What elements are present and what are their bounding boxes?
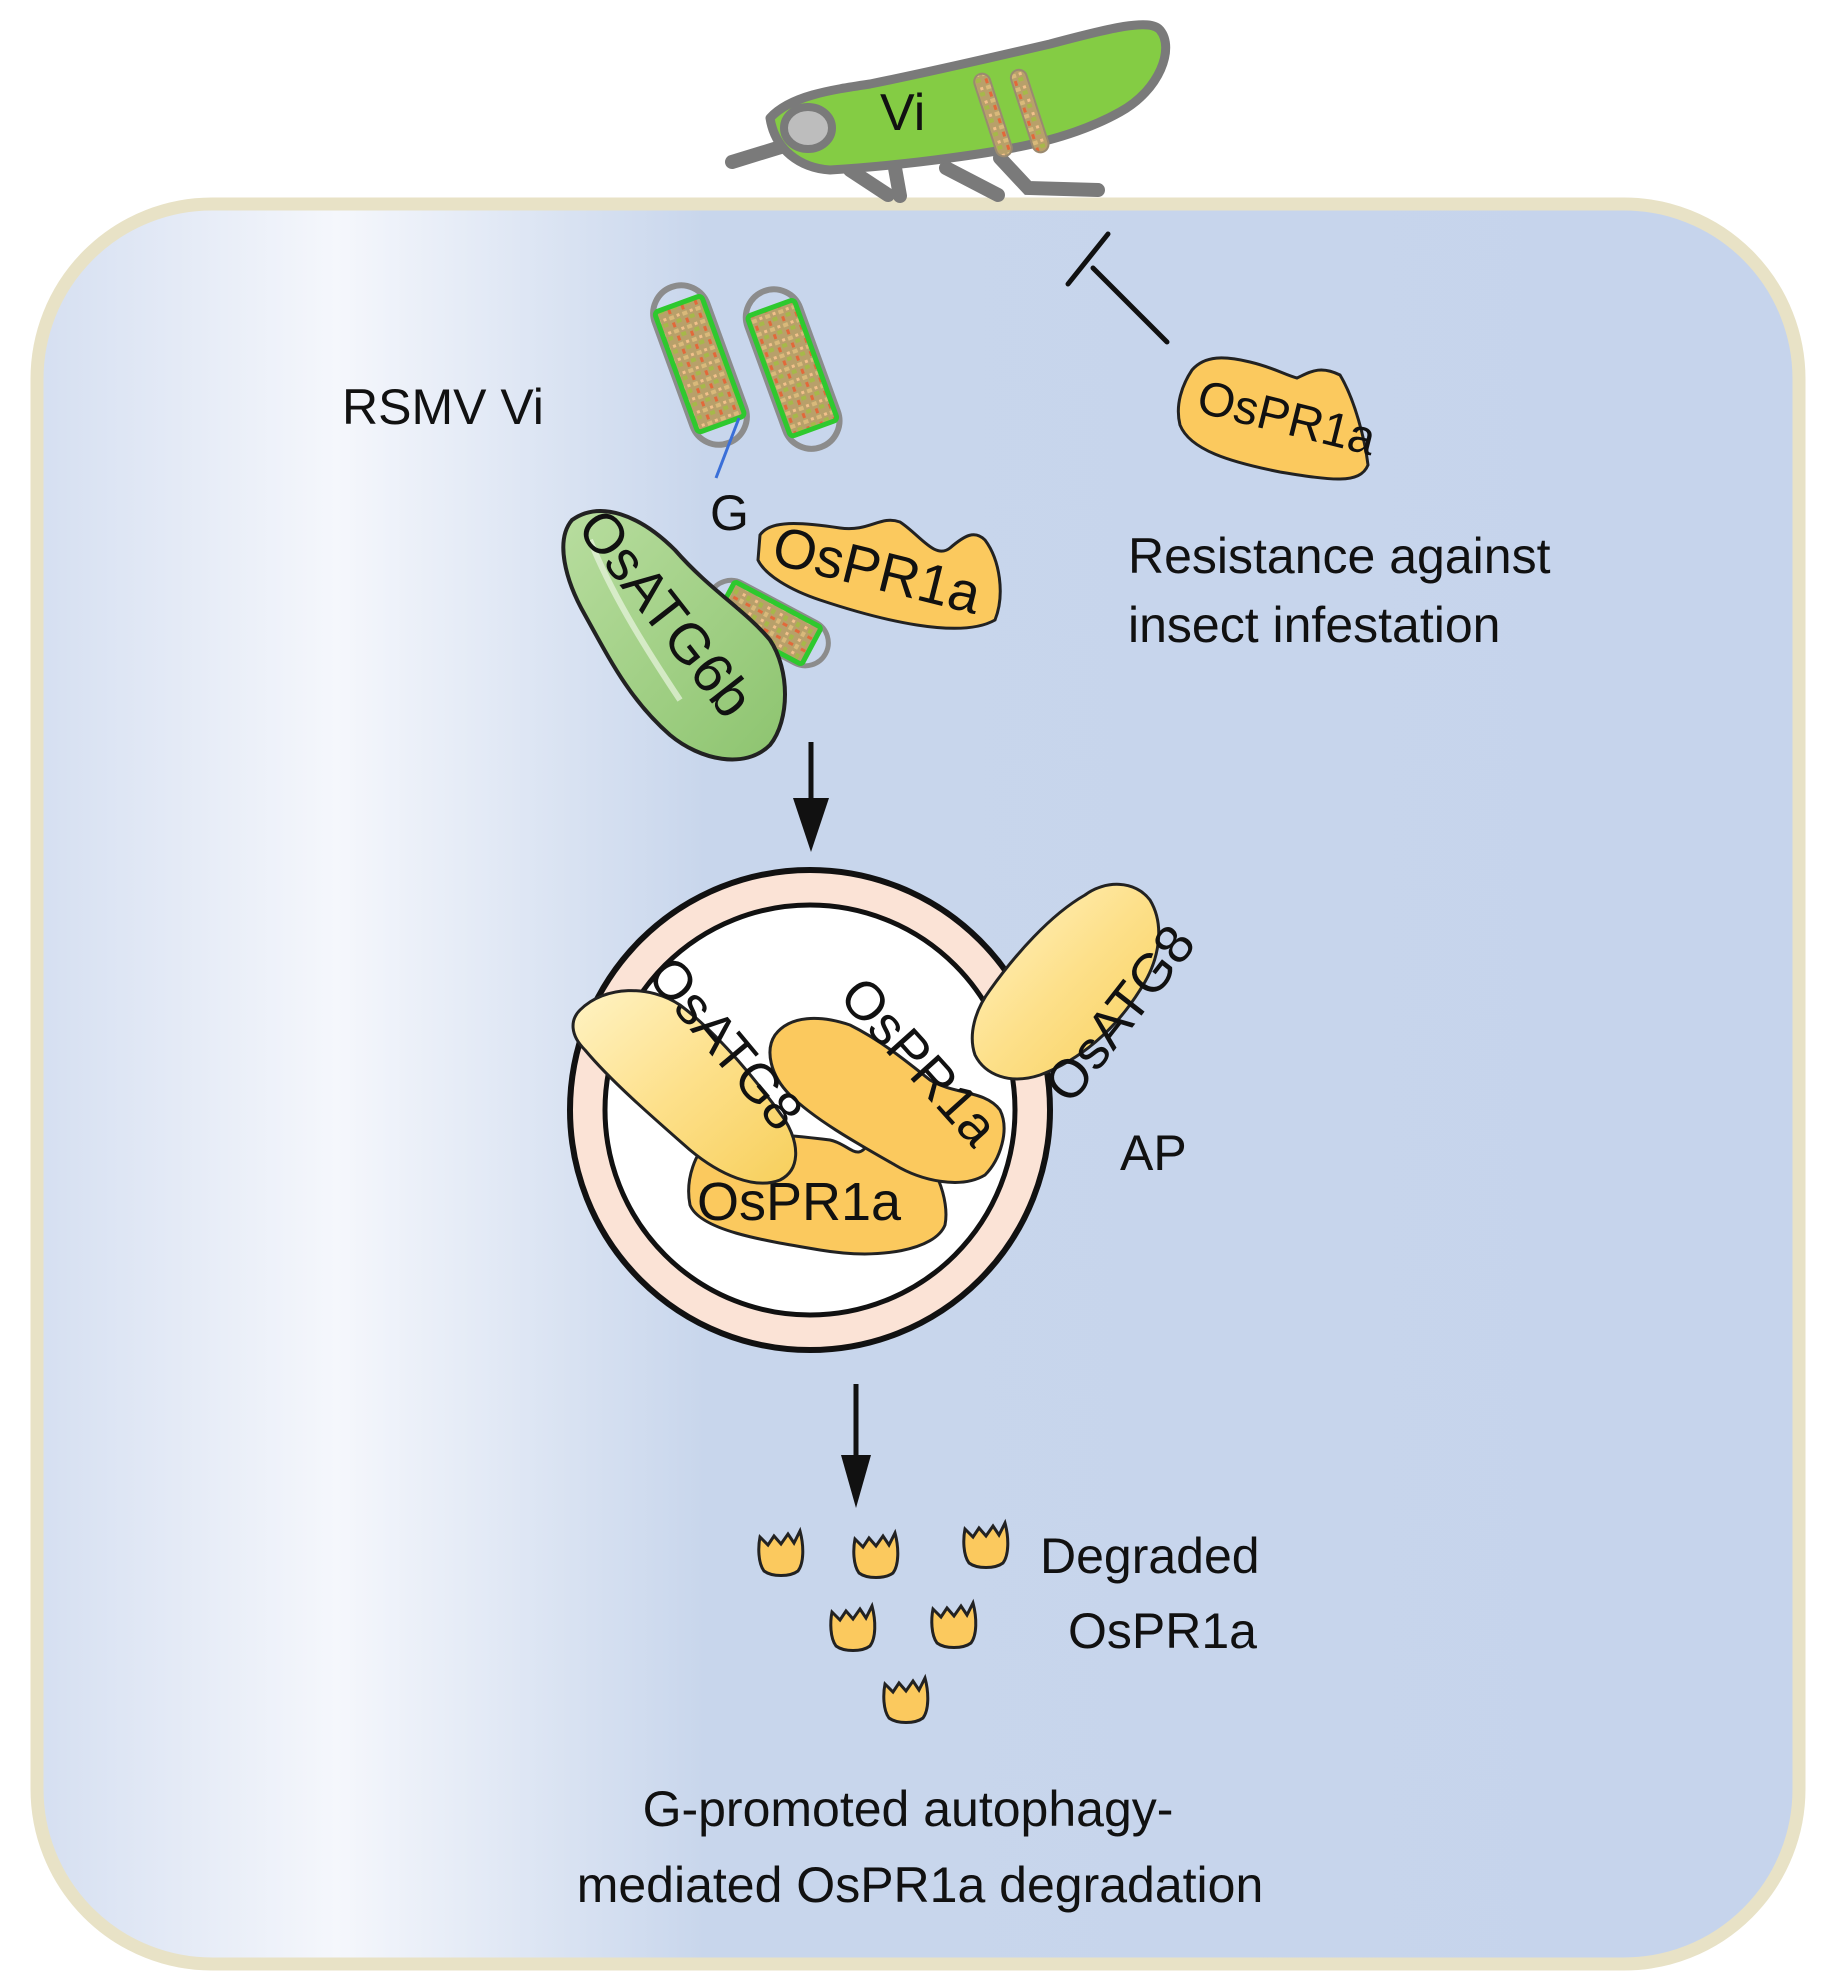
- g-protein-link-line: [714, 417, 741, 479]
- down-arrow-2-icon: [841, 1384, 871, 1508]
- down-arrow-1-icon: [793, 742, 829, 852]
- degraded-fragment-icon: [757, 1526, 805, 1577]
- rsmv-virion-2-icon: [742, 286, 843, 452]
- degraded-fragment-icon: [829, 1601, 877, 1652]
- degraded-label-line2: OsPR1a: [1068, 1603, 1257, 1659]
- resistance-caption-line2: insect infestation: [1128, 597, 1500, 653]
- inhibition-arrow-icon: [1065, 231, 1170, 345]
- degraded-label-line1: Degraded: [1040, 1528, 1260, 1584]
- resistance-caption-line1: Resistance against: [1128, 528, 1551, 584]
- g-protein-label: G: [710, 485, 749, 541]
- degraded-fragment-icon: [930, 1598, 978, 1649]
- autophagosome-label: AP: [1120, 1125, 1187, 1181]
- conclusion-line1: G-promoted autophagy-: [643, 1781, 1174, 1837]
- virus-label: RSMV Vi: [342, 379, 544, 435]
- degraded-fragments: [757, 1518, 1010, 1724]
- degraded-fragment-icon: [962, 1518, 1010, 1569]
- rsmv-virion-1-icon: [650, 282, 750, 448]
- insect-vector-icon: Vi: [725, 20, 1171, 203]
- conclusion-line2: mediated OsPR1a degradation: [577, 1857, 1264, 1913]
- degraded-fragment-icon: [852, 1528, 900, 1579]
- insect-label: Vi: [880, 84, 925, 142]
- degraded-fragment-icon: [882, 1673, 930, 1724]
- ap-ospr1a-lower-label: OsPR1a: [697, 1172, 902, 1232]
